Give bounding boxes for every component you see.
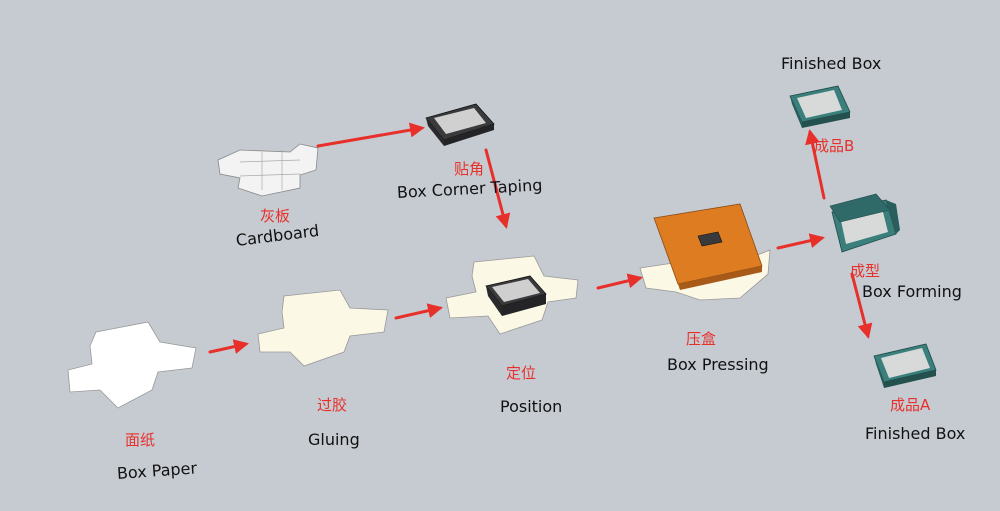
pressing-label-cn: 压盒 (686, 330, 717, 348)
gluing-label-en: Gluing (308, 430, 360, 449)
arrow-forming-to-finished-a (850, 272, 873, 339)
arrow-cardboard-to-taping (316, 122, 425, 148)
box-paper-illustration (67, 321, 197, 409)
forming-box-illustration (829, 193, 900, 253)
arrow-taping-to-position (484, 148, 511, 229)
taped-box-illustration (425, 103, 495, 146)
finished-box-b-illustration (789, 85, 851, 128)
position-label-en: Position (500, 397, 563, 416)
finished-box-a-label-en: Finished Box (865, 424, 966, 443)
corner-taping-label-cn: 贴角 (454, 160, 485, 178)
cardboard-label-cn: 灰板 (260, 207, 291, 225)
finished-box-a-illustration (873, 343, 937, 388)
finished-box-b-label-en: Finished Box (781, 54, 882, 73)
finished-box-b-label-cn: 成品B (814, 137, 855, 155)
cardboard-illustration (217, 143, 319, 197)
forming-label-en: Box Forming (862, 282, 962, 301)
arrow-paper-to-gluing (208, 339, 249, 354)
box-paper-label-cn: 面纸 (125, 431, 156, 449)
position-label-cn: 定位 (506, 364, 537, 382)
position-illustration (445, 255, 579, 335)
arrow-position-to-pressing (596, 273, 643, 290)
pressing-illustration (639, 203, 771, 301)
arrow-pressing-to-forming (776, 233, 825, 250)
glued-paper-illustration (257, 289, 389, 367)
gluing-label-cn: 过胶 (317, 396, 348, 414)
finished-box-a-label-cn: 成品A (890, 396, 931, 414)
arrow-gluing-to-position (394, 303, 443, 320)
pressing-label-en: Box Pressing (667, 355, 769, 374)
forming-label-cn: 成型 (850, 262, 881, 280)
arrow-forming-to-finished-b (805, 129, 826, 200)
